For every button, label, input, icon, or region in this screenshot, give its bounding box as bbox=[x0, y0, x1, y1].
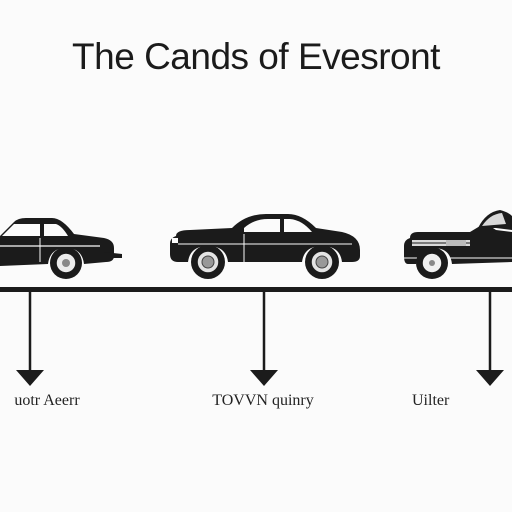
timeline-arrow-2 bbox=[250, 292, 278, 386]
timeline-label-3: Uilter bbox=[412, 392, 450, 409]
sedan-car-icon bbox=[0, 218, 122, 279]
vintage-convertible-car-icon bbox=[404, 210, 512, 279]
timeline-label-2: TOVVN quinry bbox=[212, 392, 314, 409]
timeline-label-1: uotr Aeerr bbox=[14, 392, 80, 409]
classic-coupe-car-icon bbox=[170, 214, 360, 279]
timeline-arrow-3 bbox=[476, 292, 504, 386]
diagram-title: The Cands of Evesront bbox=[72, 36, 440, 77]
timeline-bar bbox=[0, 287, 512, 292]
timeline-arrow-1 bbox=[16, 292, 44, 386]
